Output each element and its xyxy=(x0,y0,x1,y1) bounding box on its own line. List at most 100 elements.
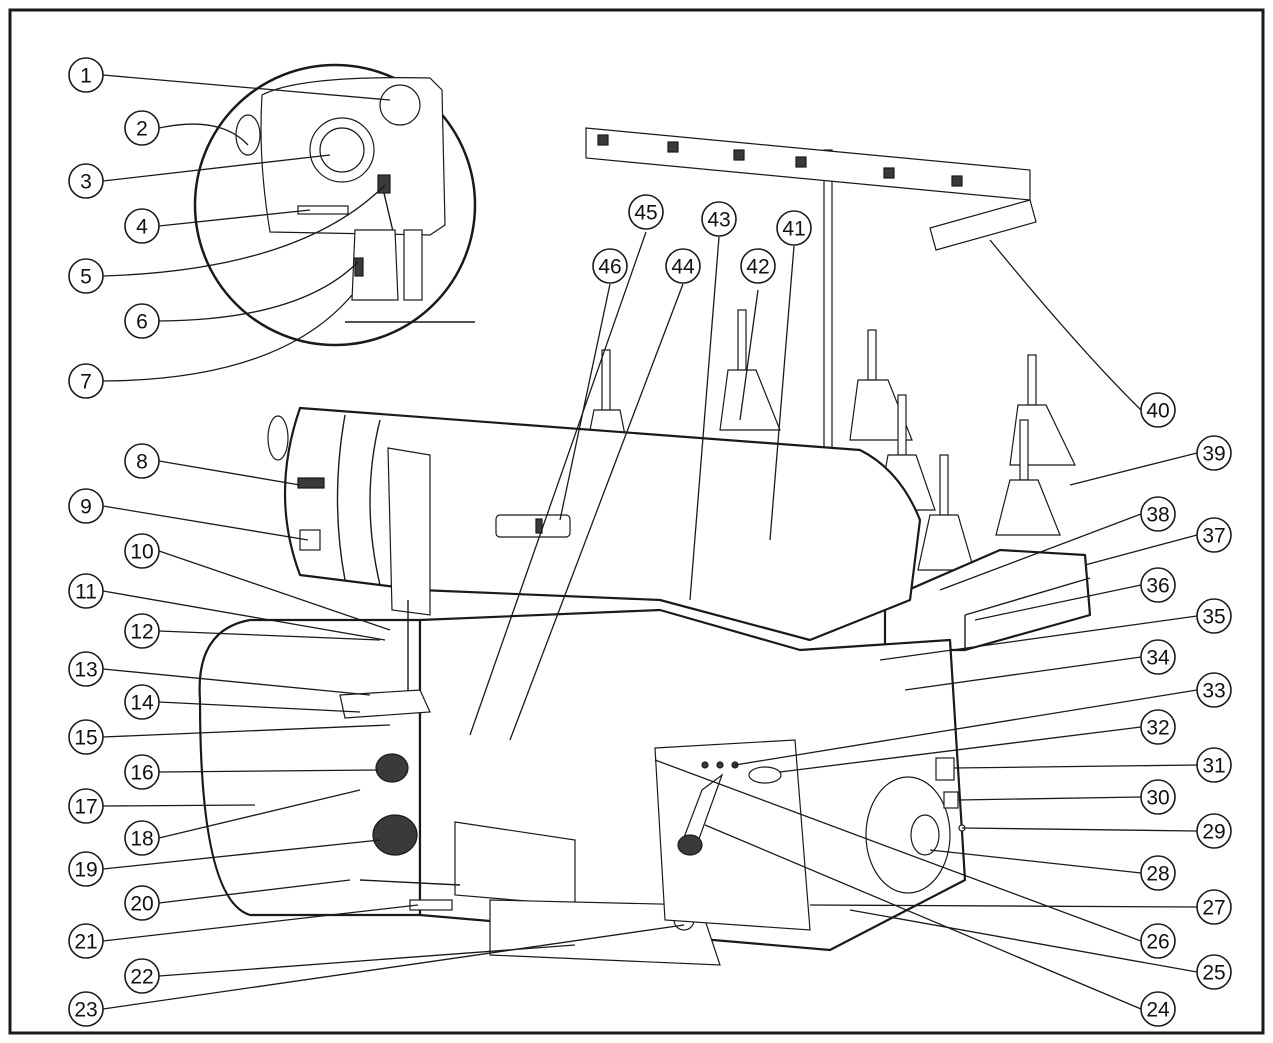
svg-text:37: 37 xyxy=(1202,525,1225,548)
callout-24: 24 xyxy=(1140,991,1176,1027)
callout-3: 3 xyxy=(68,163,104,199)
callout-13: 13 xyxy=(68,651,104,687)
svg-text:13: 13 xyxy=(74,659,97,682)
svg-text:32: 32 xyxy=(1146,717,1169,740)
callout-9: 9 xyxy=(68,488,104,524)
svg-text:1: 1 xyxy=(80,65,92,88)
callout-12: 12 xyxy=(124,613,160,649)
callout-21: 21 xyxy=(68,923,104,959)
callout-22: 22 xyxy=(124,958,160,994)
svg-text:46: 46 xyxy=(598,256,621,279)
inset-detail xyxy=(193,63,477,347)
svg-text:24: 24 xyxy=(1146,999,1170,1022)
svg-text:4: 4 xyxy=(136,216,148,239)
svg-text:14: 14 xyxy=(130,692,154,715)
svg-text:25: 25 xyxy=(1202,962,1225,985)
svg-text:29: 29 xyxy=(1202,821,1225,844)
callout-42: 42 xyxy=(740,248,776,284)
svg-text:3: 3 xyxy=(80,171,92,194)
svg-text:2: 2 xyxy=(136,118,148,141)
svg-text:12: 12 xyxy=(130,621,153,644)
svg-text:7: 7 xyxy=(80,371,92,394)
callout-8: 8 xyxy=(124,443,160,479)
svg-text:30: 30 xyxy=(1146,787,1169,810)
callout-28: 28 xyxy=(1140,855,1176,891)
callout-18: 18 xyxy=(124,820,160,856)
svg-text:17: 17 xyxy=(74,796,97,819)
svg-text:18: 18 xyxy=(130,828,153,851)
callout-10: 10 xyxy=(124,533,160,569)
svg-text:26: 26 xyxy=(1146,931,1169,954)
frame xyxy=(8,8,1265,1035)
callout-20: 20 xyxy=(124,885,160,921)
callout-37: 37 xyxy=(1196,517,1232,553)
svg-text:8: 8 xyxy=(136,451,148,474)
callout-40: 40 xyxy=(1140,392,1176,428)
svg-text:10: 10 xyxy=(130,541,153,564)
callout-27: 27 xyxy=(1196,889,1232,925)
callout-33: 33 xyxy=(1196,672,1232,708)
callout-25: 25 xyxy=(1196,954,1232,990)
leader-lines xyxy=(102,74,1198,1010)
svg-text:21: 21 xyxy=(74,931,97,954)
svg-text:40: 40 xyxy=(1146,400,1169,423)
svg-text:16: 16 xyxy=(130,762,153,785)
callout-15: 15 xyxy=(68,719,104,755)
callout-11: 11 xyxy=(68,573,104,609)
callout-2: 2 xyxy=(124,110,160,146)
callout-39: 39 xyxy=(1196,435,1232,471)
svg-text:6: 6 xyxy=(136,311,148,334)
svg-text:42: 42 xyxy=(746,256,769,279)
svg-text:38: 38 xyxy=(1146,504,1169,527)
svg-text:22: 22 xyxy=(130,966,153,989)
callout-44: 44 xyxy=(665,248,701,284)
callout-45: 45 xyxy=(628,194,664,230)
svg-text:44: 44 xyxy=(671,256,695,279)
callout-4: 4 xyxy=(124,208,160,244)
svg-text:27: 27 xyxy=(1202,897,1225,920)
callout-38: 38 xyxy=(1140,496,1176,532)
svg-text:28: 28 xyxy=(1146,863,1169,886)
svg-text:41: 41 xyxy=(782,218,805,241)
callout-32: 32 xyxy=(1140,709,1176,745)
callout-26: 26 xyxy=(1140,923,1176,959)
callout-5: 5 xyxy=(68,258,104,294)
svg-text:15: 15 xyxy=(74,727,97,750)
svg-text:34: 34 xyxy=(1146,647,1170,670)
callout-36: 36 xyxy=(1140,567,1176,603)
svg-text:45: 45 xyxy=(634,202,657,225)
callouts: 1 2 3 4 5 6 7 8 9 10 11 12 13 14 15 16 1… xyxy=(68,57,1232,1027)
svg-text:36: 36 xyxy=(1146,575,1169,598)
svg-text:33: 33 xyxy=(1202,680,1225,703)
svg-text:11: 11 xyxy=(75,581,97,604)
callout-16: 16 xyxy=(124,754,160,790)
callout-29: 29 xyxy=(1196,813,1232,849)
callout-30: 30 xyxy=(1140,779,1176,815)
svg-text:31: 31 xyxy=(1202,755,1225,778)
callout-23: 23 xyxy=(68,991,104,1027)
svg-text:23: 23 xyxy=(74,999,97,1022)
thread-stand xyxy=(585,127,1037,481)
svg-text:39: 39 xyxy=(1202,443,1225,466)
callout-19: 19 xyxy=(68,851,104,887)
machine-body xyxy=(198,406,967,966)
callout-35: 35 xyxy=(1196,598,1232,634)
callout-6: 6 xyxy=(124,303,160,339)
svg-text:20: 20 xyxy=(130,893,153,916)
svg-text:35: 35 xyxy=(1202,606,1225,629)
callout-34: 34 xyxy=(1140,639,1176,675)
svg-text:43: 43 xyxy=(707,209,730,232)
callout-7: 7 xyxy=(68,363,104,399)
callout-1: 1 xyxy=(68,57,104,93)
callout-31: 31 xyxy=(1196,747,1232,783)
callout-46: 46 xyxy=(592,248,628,284)
callout-43: 43 xyxy=(701,201,737,237)
callout-17: 17 xyxy=(68,788,104,824)
callout-14: 14 xyxy=(124,684,160,720)
svg-text:5: 5 xyxy=(80,266,92,289)
callout-41: 41 xyxy=(776,210,812,246)
svg-text:19: 19 xyxy=(74,859,97,882)
svg-text:9: 9 xyxy=(80,496,92,519)
